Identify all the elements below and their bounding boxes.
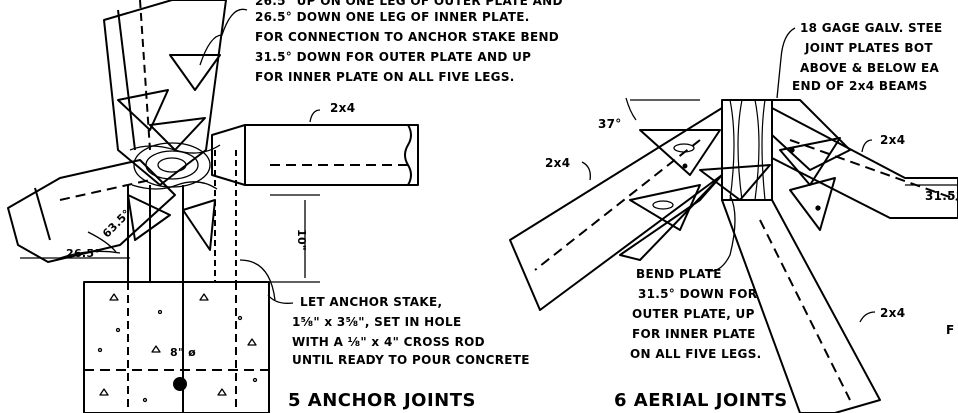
anchor-note-line-2: 26.5° DOWN ONE LEG OF INNER PLATE. bbox=[255, 10, 530, 24]
left-beam bbox=[509, 107, 723, 311]
bend-note-line-2: 31.5° DOWN FOR bbox=[638, 287, 758, 301]
lumber-label-top: 2x4 bbox=[330, 101, 356, 115]
lower-left-leg bbox=[619, 174, 723, 261]
bend-note-line-3: OUTER PLATE, UP bbox=[632, 307, 755, 321]
angle-label-37: 37° bbox=[598, 117, 622, 131]
angle-label-26-5: 26.5° bbox=[66, 247, 101, 260]
anchor-note-line-5: FOR INNER PLATE ON ALL FIVE LEGS. bbox=[255, 70, 515, 84]
anchor-joint-drawing bbox=[7, 0, 419, 413]
concrete-diameter-label: 8" ø bbox=[170, 346, 196, 359]
aerial-joint-drawing bbox=[509, 27, 958, 413]
bend-note-line-4: FOR INNER PLATE bbox=[632, 327, 756, 341]
lower-left-beam bbox=[7, 159, 176, 263]
lumber-label-left: 2x4 bbox=[545, 156, 571, 170]
right-beam bbox=[211, 124, 419, 186]
aerial-joints-title: 6 AERIAL JOINTS bbox=[614, 390, 788, 411]
lower-right-leg bbox=[721, 199, 881, 413]
anchor-stake-line-1: LET ANCHOR STAKE, bbox=[300, 295, 443, 309]
anchor-note-line-3: FOR CONNECTION TO ANCHOR STAKE BEND bbox=[255, 30, 560, 44]
steel-note-line-4: END OF 2x4 BEAMS bbox=[792, 79, 928, 93]
bend-note-line-1: BEND PLATE bbox=[636, 267, 722, 281]
central-post bbox=[721, 99, 773, 201]
angle-label-31-5: 31.5° bbox=[925, 189, 958, 203]
depth-label: 10" bbox=[294, 229, 308, 251]
anchor-note-line-1: 26.5° UP ON ONE LEG OF OUTER PLATE AND bbox=[255, 0, 563, 8]
upper-left-beam bbox=[103, 0, 227, 186]
concrete-footing bbox=[83, 281, 270, 413]
anchor-note-line-4: 31.5° DOWN FOR OUTER PLATE AND UP bbox=[255, 50, 532, 64]
right-beam-aerial bbox=[771, 107, 958, 219]
anchor-stake-line-4: UNTIL READY TO POUR CONCRETE bbox=[292, 353, 530, 367]
anchor-stake-line-2: 1⅝" x 3⅝", SET IN HOLE bbox=[292, 315, 462, 329]
steel-note-line-3: ABOVE & BELOW EA bbox=[800, 61, 940, 75]
steel-note-line-1: 18 GAGE GALV. STEE bbox=[800, 21, 943, 35]
anchor-stake-line-3: WITH A ⅛" x 4" CROSS ROD bbox=[292, 335, 485, 349]
anchor-joints-title: 5 ANCHOR JOINTS bbox=[288, 390, 476, 411]
bend-note-line-5: ON ALL FIVE LEGS. bbox=[630, 347, 762, 361]
lumber-label-bottom: 2x4 bbox=[880, 306, 906, 320]
lumber-label-right: 2x4 bbox=[880, 133, 906, 147]
upper-right-leg bbox=[771, 99, 851, 171]
edge-letter: F bbox=[946, 323, 955, 337]
steel-note-line-2: JOINT PLATES BOT bbox=[805, 41, 933, 55]
